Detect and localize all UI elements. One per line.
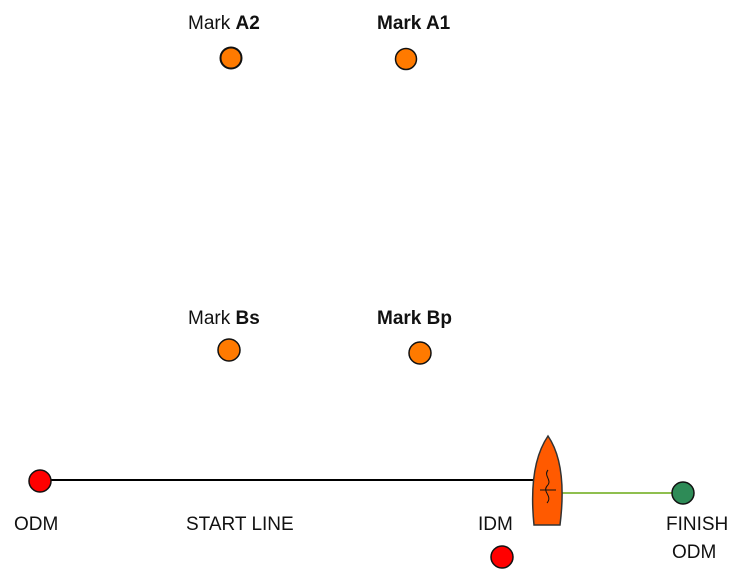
mark-bp-label: Mark Bp bbox=[377, 308, 452, 329]
mark-a1-buoy bbox=[394, 47, 418, 71]
start-line-label: START LINE bbox=[186, 514, 294, 535]
mark-bp-buoy bbox=[408, 341, 432, 365]
finish-odm-label: ODM bbox=[672, 542, 717, 563]
committee-boat-icon bbox=[531, 434, 563, 526]
mark-bs-label: Mark Bs bbox=[188, 308, 260, 329]
idm-buoy bbox=[490, 545, 514, 569]
finish-odm-buoy bbox=[671, 481, 695, 505]
mark-bs-buoy bbox=[217, 338, 241, 362]
odm-buoy bbox=[28, 469, 52, 493]
odm-label: ODM bbox=[14, 514, 59, 535]
idm-label: IDM bbox=[478, 514, 513, 535]
finish-label: FINISH bbox=[666, 514, 729, 535]
mark-a2-label: Mark A2 bbox=[188, 13, 260, 34]
mark-a2-buoy bbox=[219, 46, 243, 70]
mark-a1-label: Mark A1 bbox=[377, 13, 451, 34]
